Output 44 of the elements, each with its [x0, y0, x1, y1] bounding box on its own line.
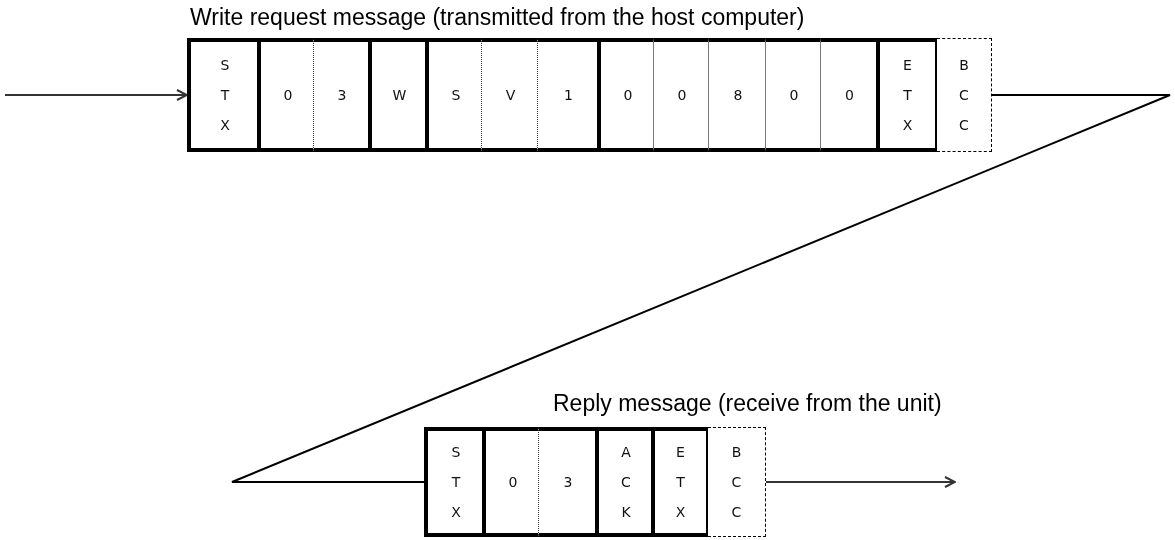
frame-field: [424, 427, 484, 537]
arrow: [765, 476, 956, 488]
field-character: 3: [337, 86, 347, 105]
frame-field: [651, 427, 710, 537]
arrow: [4, 89, 188, 101]
field-character: S: [451, 86, 461, 105]
field-character: S T X: [220, 56, 230, 135]
frame-field: [708, 38, 767, 152]
field-character: B C C: [959, 56, 969, 135]
frame-field: [537, 38, 599, 152]
field-character: 0: [283, 86, 293, 105]
field-character: 0: [677, 86, 687, 105]
frame-field: [653, 38, 710, 152]
field-character: 0: [508, 473, 518, 492]
field-character: 0: [789, 86, 799, 105]
frame-field: [595, 427, 653, 537]
field-character: E T X: [675, 443, 686, 522]
frame-field: [368, 38, 427, 152]
field-character: A C K: [621, 443, 631, 522]
frame-field: [481, 38, 539, 152]
frame-field: [820, 38, 878, 152]
frame-field: [257, 38, 315, 152]
field-character: 3: [563, 473, 573, 492]
frame-field: [425, 38, 483, 152]
field-character: S T X: [451, 443, 461, 522]
field-character: 1: [564, 86, 573, 105]
message-heading: Reply message (receive from the unit): [553, 390, 942, 417]
frame-field: [765, 38, 822, 152]
frame-field: [482, 427, 540, 537]
message-heading: Write request message (transmitted from the host computer): [190, 4, 805, 31]
field-character: E T X: [902, 56, 913, 135]
frame-field: [187, 38, 259, 152]
frame-field: [876, 38, 939, 152]
field-character: B C C: [731, 443, 742, 522]
field-character: 0: [623, 86, 633, 105]
field-character: V: [505, 86, 516, 105]
field-character: 0: [845, 86, 854, 105]
frame-field: [937, 38, 992, 152]
frame-field: [597, 38, 655, 152]
frame-field: [708, 427, 766, 537]
frame-field: [313, 38, 370, 152]
frame-field: [538, 427, 597, 537]
field-character: W: [392, 86, 407, 105]
field-character: 8: [733, 86, 743, 105]
